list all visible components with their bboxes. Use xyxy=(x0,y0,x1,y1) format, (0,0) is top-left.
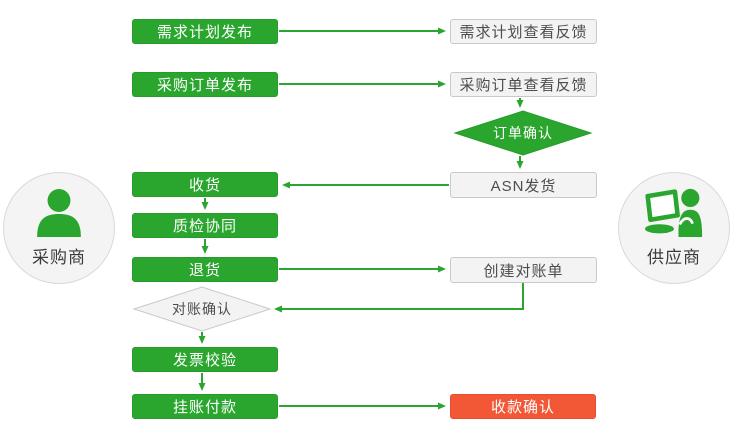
node-label: 退货 xyxy=(188,262,221,279)
node-receive-goods: 收货 xyxy=(132,172,278,197)
node-return-goods: 退货 xyxy=(132,257,278,282)
node-label: 采购订单发布 xyxy=(156,77,253,94)
node-label: 质检协同 xyxy=(172,218,237,235)
node-label: 收款确认 xyxy=(490,399,555,416)
node-invoice-verification: 发票校验 xyxy=(132,347,278,372)
node-payment-received: 收款确认 xyxy=(450,394,596,419)
node-payment-on-account: 挂账付款 xyxy=(132,394,278,419)
node-label: 对账确认 xyxy=(172,301,232,317)
node-label: 创建对账单 xyxy=(483,262,564,280)
node-label: 需求计划查看反馈 xyxy=(459,24,588,41)
node-quality-inspection: 质检协同 xyxy=(132,213,278,238)
diamond-statement-confirm: 对账确认 xyxy=(134,287,270,331)
node-demand-plan-publish: 需求计划发布 xyxy=(132,19,278,44)
node-label: 挂账付款 xyxy=(172,399,237,416)
node-label: 收货 xyxy=(188,177,221,194)
diamond-order-confirm: 订单确认 xyxy=(455,111,591,155)
node-label: 需求计划发布 xyxy=(156,24,253,41)
actor-buyer-label: 采购商 xyxy=(32,247,86,267)
actor-buyer: 采购商 xyxy=(3,172,115,284)
node-po-publish: 采购订单发布 xyxy=(132,72,278,97)
node-demand-plan-feedback: 需求计划查看反馈 xyxy=(450,19,597,44)
node-label: 采购订单查看反馈 xyxy=(459,77,588,94)
actor-supplier-label: 供应商 xyxy=(647,248,701,267)
node-asn-ship: ASN发货 xyxy=(450,172,597,198)
node-create-statement: 创建对账单 xyxy=(450,257,597,283)
node-po-feedback: 采购订单查看反馈 xyxy=(450,72,597,97)
arrow-statement-to-confirm xyxy=(274,283,524,313)
diamond-statement-confirm-shape xyxy=(132,286,272,332)
diamond-order-confirm-shape xyxy=(453,110,593,156)
actor-supplier: 供应商 xyxy=(618,172,730,284)
node-label: 发票校验 xyxy=(172,352,237,369)
supplier-laptop-person-icon xyxy=(644,188,704,242)
buyer-person-icon xyxy=(34,188,84,242)
node-label: ASN发货 xyxy=(490,177,557,195)
node-label: 订单确认 xyxy=(493,125,553,141)
